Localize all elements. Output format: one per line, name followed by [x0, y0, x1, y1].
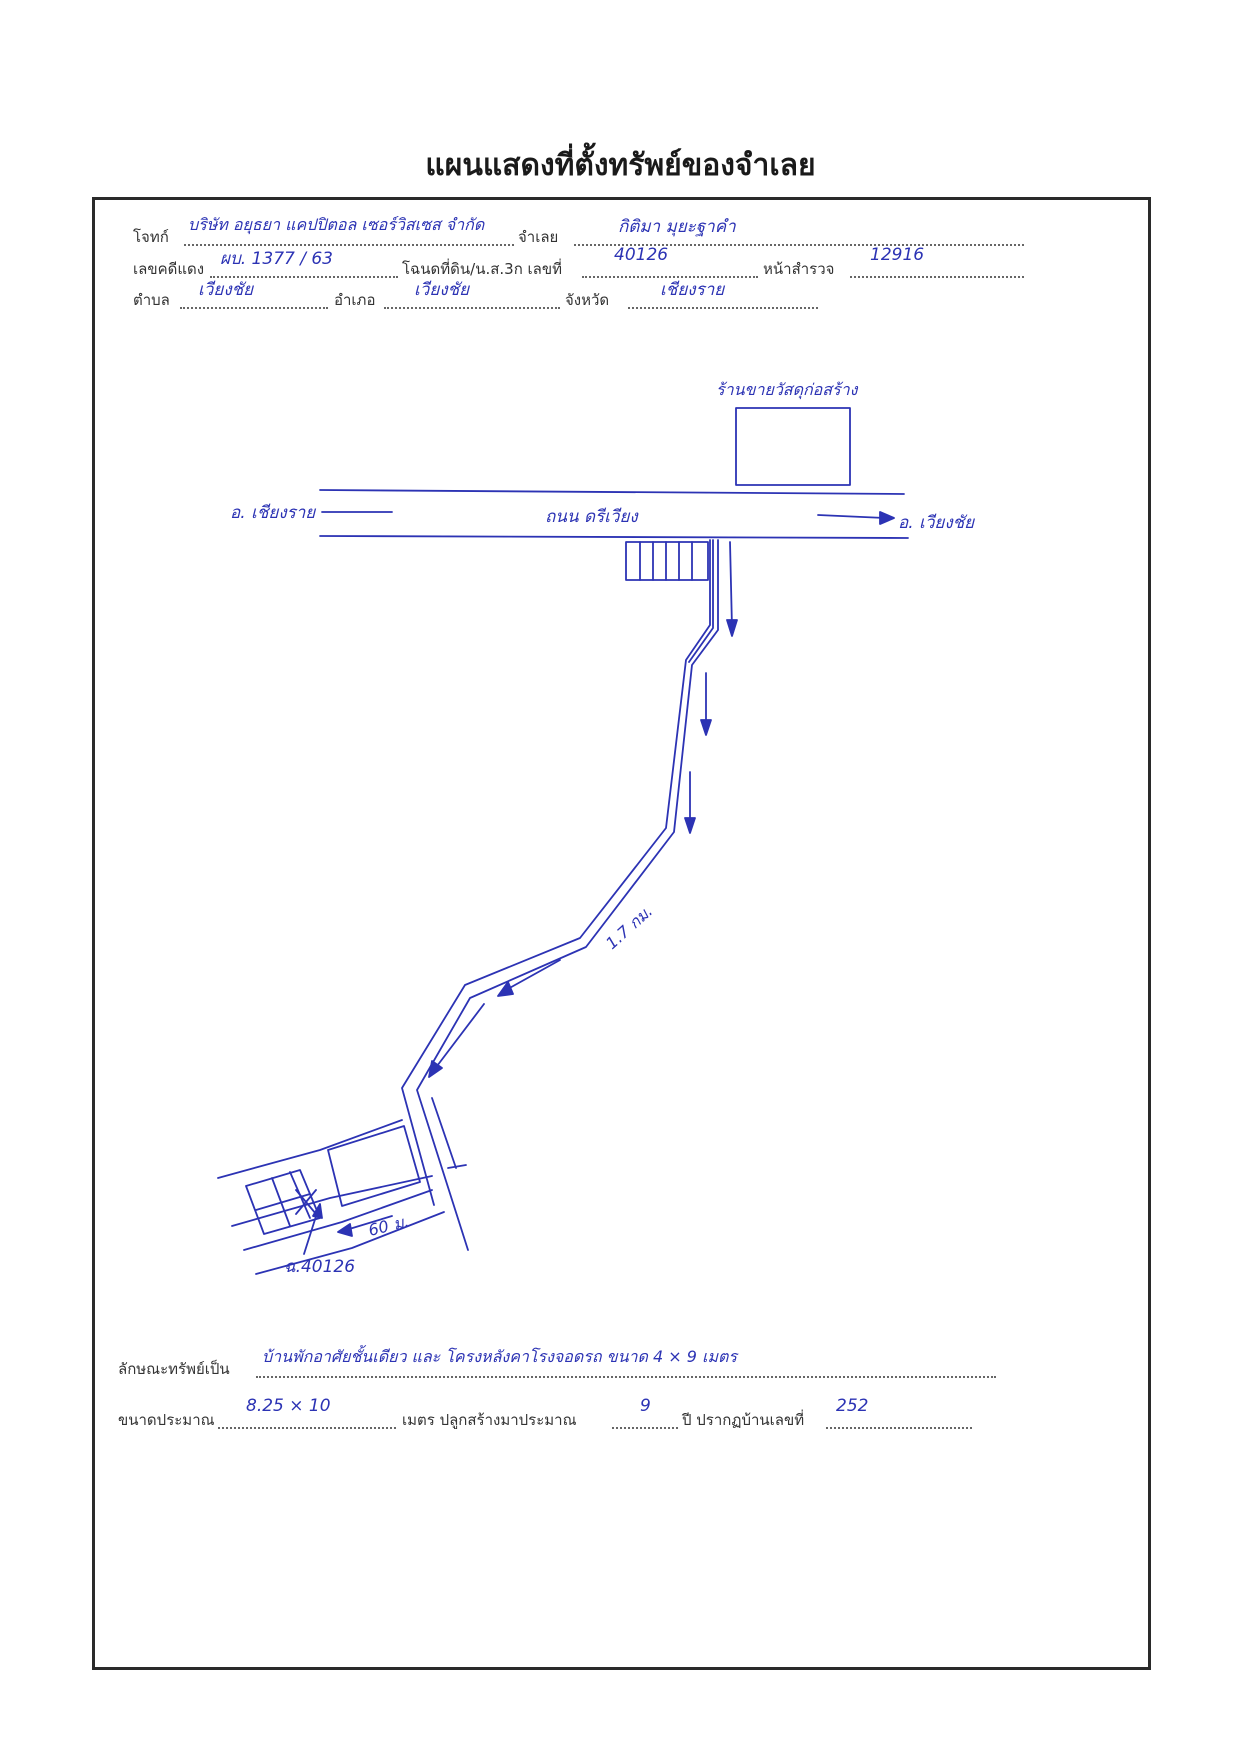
direction-arrow-1 [729, 541, 733, 629]
defendant-value: กิติมา มุยะฐาคำ [618, 217, 736, 237]
house-no-value: 252 [836, 1396, 869, 1416]
lot-road-north-edge [217, 1119, 403, 1179]
west-label: อ. เชียงราย [230, 503, 316, 523]
lot-distance-label: 60 ม. [366, 1212, 410, 1240]
lot-distance-arrow [345, 1215, 393, 1231]
page-label: หน้าสำรวจ [763, 260, 835, 278]
neighbor-building [327, 1125, 421, 1207]
meters-label: เมตร ปลูกสร้างมาประมาณ [402, 1411, 577, 1429]
document-title: แผนแสดงที่ตั้งทรัพย์ของจำเลย [425, 148, 816, 183]
distance-label: 1.7 กม. [602, 901, 656, 952]
case-label: เลขคดีแดง [133, 260, 205, 278]
deed-line [582, 254, 758, 278]
defendant-line [574, 222, 1024, 246]
size-label: ขนาดประมาณ [118, 1411, 215, 1429]
plaintiff-line [184, 222, 514, 246]
subdistrict-line [180, 285, 328, 309]
side-road-left-edge [401, 539, 711, 1206]
size-value: 8.25 × 10 [246, 1396, 331, 1416]
province-value: เชียงราย [660, 280, 725, 300]
direction-arrow-4 [505, 959, 561, 991]
subdistrict-label: ตำบล [133, 291, 170, 309]
district-value: เวียงชัย [414, 280, 470, 300]
province-label: จังหวัด [565, 291, 610, 309]
east-arrow [817, 514, 886, 519]
page-value: 12916 [870, 245, 925, 265]
property-type-value: บ้านพักอาศัยชั้นเดียว และ โครงหลังคาโรงจ… [262, 1347, 737, 1366]
main-road-north-edge [319, 489, 905, 495]
province-line [628, 285, 818, 309]
defendant-label: จำเลย [518, 228, 559, 246]
stairs-block [625, 541, 709, 581]
form-frame [92, 197, 1151, 1670]
deed-label: โฉนดที่ดิน/น.ส.3ก เลขที่ [402, 260, 563, 278]
plaintiff-label: โจทก์ [133, 228, 169, 246]
size-line [218, 1405, 396, 1429]
years-value: 9 [640, 1396, 651, 1416]
property-type-label: ลักษณะทรัพย์เป็น [118, 1360, 230, 1378]
east-label: อ. เวียงชัย [898, 513, 975, 533]
subdistrict-value: เวียงชัย [198, 280, 254, 300]
direction-arrow-6 [431, 1097, 457, 1169]
property-type-line [256, 1354, 996, 1378]
district-label: อำเภอ [334, 291, 376, 309]
case-value: ผบ. 1377 / 63 [220, 249, 333, 269]
lot-road-south-edge [255, 1211, 445, 1275]
main-road-south-edge [319, 535, 909, 539]
house-no-label: ปี ปรากฏบ้านเลขที่ [682, 1411, 805, 1429]
store-label: ร้านขายวัสดุก่อสร้าง [716, 380, 859, 400]
direction-arrow-5 [433, 1003, 485, 1071]
house-no-line [826, 1405, 972, 1429]
store-building [735, 407, 851, 486]
road-name: ถนน ดรีเวียง [545, 507, 639, 527]
plaintiff-value: บริษัท อยุธยา แคปปิตอล เซอร์วิสเซส จำกัด [188, 215, 485, 234]
deed-marker: ฉ.40126 [284, 1257, 355, 1277]
case-line [210, 254, 398, 278]
side-road-right-edge [416, 539, 719, 1251]
page-line [850, 254, 1024, 278]
east-arrowhead [879, 511, 895, 525]
years-line [612, 1405, 678, 1429]
deed-value: 40126 [614, 245, 669, 265]
district-line [384, 285, 560, 309]
